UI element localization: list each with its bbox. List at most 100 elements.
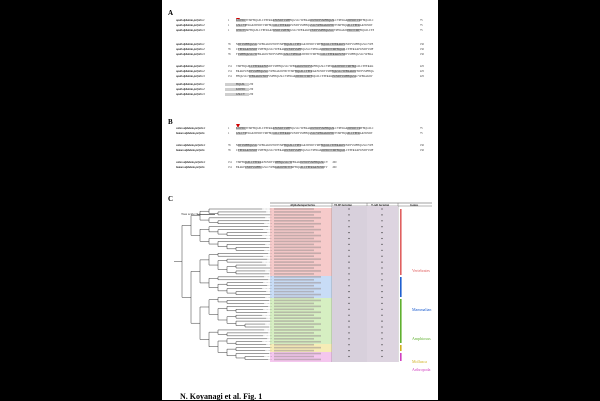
- leaf-label-mark: [274, 243, 314, 246]
- leaf-label-mark: [274, 231, 314, 234]
- panel-label-c: C: [168, 195, 174, 203]
- leaf-label-mark: [274, 308, 314, 311]
- tlip-mark: [348, 296, 350, 299]
- conserved-region-shade: [236, 23, 246, 28]
- tlip-mark: [348, 285, 350, 287]
- sequence-name: squid alphabeta-perforin 3: [176, 75, 205, 78]
- tcell-mark: [381, 350, 383, 352]
- conserved-region-shade: [321, 52, 345, 57]
- conserved-region-shade: [273, 18, 290, 23]
- tlip-mark: [348, 208, 350, 210]
- sequence-end: 200: [332, 161, 337, 164]
- tlip-mark: [348, 237, 350, 240]
- leaf-label-mark: [274, 270, 321, 272]
- conserved-region-shade: [310, 18, 334, 23]
- leaf-label-mark: [274, 314, 314, 316]
- conserved-region-shade: [310, 28, 334, 33]
- conserved-region-shade: [310, 23, 334, 28]
- sequence-name: squid alphabeta-perforin 2: [176, 24, 205, 27]
- leaf-label-mark: [274, 338, 314, 340]
- conserved-region-shade: [284, 52, 301, 57]
- conserved-region-shade: [238, 42, 251, 47]
- tlip-mark: [348, 291, 350, 293]
- leaf-label-mark: [274, 355, 314, 358]
- conserved-region-shade: [347, 126, 360, 131]
- sequence-name: squid alphabeta-perforin 1: [176, 83, 205, 86]
- figure-credit: N. Koyanagi et al. Fig. 1: [180, 392, 263, 401]
- conserved-region-shade: [284, 148, 301, 153]
- tcell-mark: [381, 302, 383, 304]
- sequence-residues: ERAKIWNDTVMFHQGSLCYPERAKIWNDTVMFHQGSLCYP…: [236, 166, 328, 169]
- sequence-name: human alphabeta-perforin: [176, 166, 205, 169]
- tcell-mark: [381, 308, 383, 310]
- tcell-mark: [381, 226, 383, 228]
- leaf-label-mark: [274, 302, 314, 305]
- sequence-start: 1: [228, 132, 230, 135]
- sequence-residues: KIWNDTVMFHQGSLCYPERAKIWNDTVMFHQGSLCYPERA…: [236, 19, 374, 22]
- conserved-region-shade: [295, 69, 312, 74]
- tlip-mark: [348, 232, 350, 234]
- leaf-label-mark: [274, 287, 321, 290]
- conserved-region-shade: [247, 42, 257, 47]
- sequence-name: squid alphabeta-perforin 2: [176, 70, 205, 73]
- sequence-residues: KIWND: [236, 88, 246, 91]
- clade-highlight: [270, 276, 352, 298]
- conserved-region-shade: [275, 160, 293, 165]
- conserved-region-shade: [244, 165, 258, 170]
- panel-label-b: B: [168, 118, 173, 126]
- tcell-mark: [381, 291, 383, 293]
- conserved-region-shade: [332, 64, 356, 69]
- conserved-region-shade: [247, 47, 257, 52]
- group-label-arthropoda: Arthropoda: [412, 367, 431, 372]
- sequence-start: 76: [228, 144, 231, 147]
- tlip-mark: [348, 261, 350, 263]
- tlip-mark: [348, 344, 350, 346]
- leaf-label-mark: [274, 249, 314, 252]
- sequence-start: 1: [228, 24, 230, 27]
- tlip-mark: [348, 279, 350, 281]
- genus-bar: [400, 277, 402, 297]
- tlip-mark: [348, 350, 350, 352]
- tcell-mark: [381, 344, 383, 346]
- sequence-start: 1: [228, 19, 230, 22]
- leaf-label-mark: [274, 261, 314, 263]
- group-label-vertebrates: Vertebrates: [412, 268, 430, 273]
- tcell-mark: [381, 232, 383, 234]
- tlip-mark: [348, 273, 350, 275]
- tlip-mark: [348, 302, 350, 304]
- tcell-mark: [381, 267, 383, 269]
- sequence-name: squid alphabeta-perforin 1: [176, 19, 205, 22]
- conserved-region-shade: [273, 126, 290, 131]
- group-label-amphioxus: Amphioxus: [412, 336, 431, 341]
- conserved-region-shade: [321, 143, 345, 148]
- tcell-mark: [381, 355, 383, 358]
- sequence-end: 225: [420, 75, 424, 78]
- leaf-label-mark: [274, 208, 314, 210]
- sequence-end: 225: [420, 70, 424, 73]
- sequence-residues: VMFHQGSLCYPERAKIWNDTVMFHQGSLCYPERAKIWNDT…: [236, 65, 374, 68]
- leaf-label-mark: [274, 240, 321, 243]
- group-label-mammalian: Mammalian: [412, 307, 432, 312]
- conserved-region-shade: [332, 74, 356, 79]
- sequence-end: 150: [420, 144, 424, 147]
- conserved-region-shade: [321, 148, 345, 153]
- leaf-label-mark: [274, 273, 314, 275]
- tcell-mark: [381, 208, 383, 210]
- sequence-residues: NDTVMFHQGSLCYPERAKIWNDTVMFHQGSLCYPERAKIW…: [236, 144, 374, 147]
- conserved-region-shade: [284, 47, 301, 52]
- conserved-region-shade: [225, 82, 239, 87]
- conserved-region-shade: [347, 131, 360, 136]
- conserved-region-shade: [249, 74, 262, 79]
- sequence-residues: ERAKIWNDTVMFHQGSLCYPERAKIWNDTVMFHQGSLCYP…: [236, 70, 374, 73]
- leaf-label-mark: [274, 290, 314, 293]
- conserved-region-shade: [247, 143, 257, 148]
- leaf-label-mark: [274, 276, 321, 278]
- arrow-icon: [236, 124, 240, 128]
- phylogenetic-tree: [174, 202, 432, 362]
- leaf-label-mark: [274, 317, 321, 319]
- conserved-region-shade: [244, 160, 258, 165]
- conserved-region-shade: [247, 52, 257, 57]
- tree-scale-bar: [197, 213, 215, 215]
- sequence-start: 151: [228, 70, 232, 73]
